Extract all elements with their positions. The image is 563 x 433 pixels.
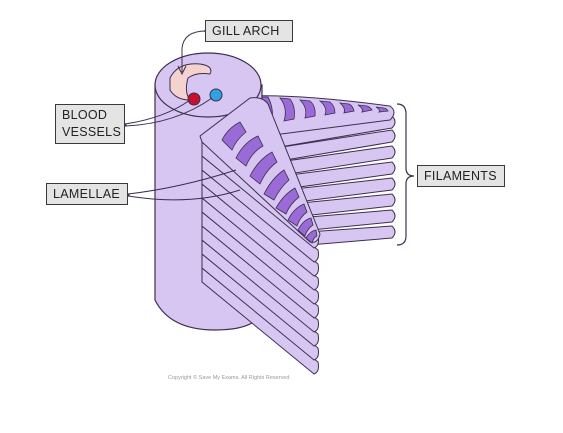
- blood-vessel-blue: [209, 88, 223, 102]
- blood-vessels-label-line2: VESSELS: [62, 125, 122, 139]
- gill-arch-label: GILL ARCH: [205, 20, 293, 42]
- lamellae-pointer-upper: [127, 169, 237, 195]
- lamellae-pointer-lower: [127, 189, 241, 201]
- lamellae-front: [221, 121, 318, 244]
- filaments-label: FILAMENTS: [417, 165, 505, 187]
- blood-vessels-pointer-red: [124, 99, 191, 125]
- blood-vessels-label-line1: BLOOD: [62, 108, 108, 122]
- blood-vessel-red: [187, 92, 201, 106]
- gill-arch-pointer: [181, 30, 207, 72]
- filaments-brace: [396, 103, 415, 246]
- blood-vessels-pointer-blue: [124, 97, 213, 127]
- copyright-text: Copyright © Save My Exams. All Rights Re…: [168, 375, 290, 381]
- blood-vessels-label: BLOOD VESSELS: [55, 104, 125, 144]
- lamellae-label: LAMELLAE: [46, 183, 128, 205]
- gill-arch-bone: [169, 63, 212, 101]
